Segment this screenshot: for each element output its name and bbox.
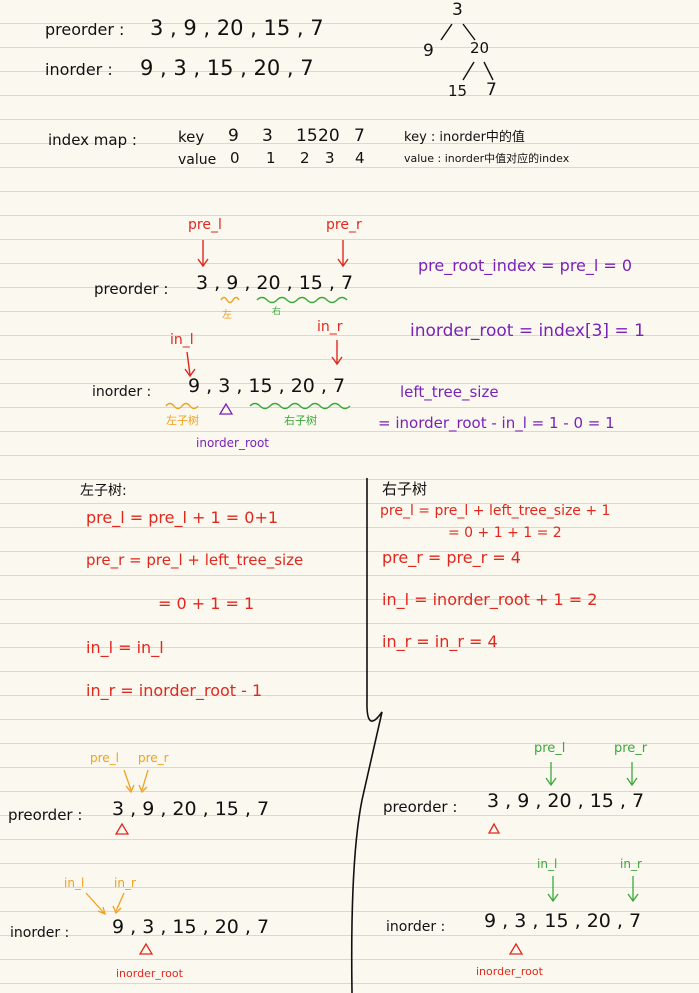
tree-node-left: 9 [423, 41, 434, 61]
left-pre-l-eq: pre_l = pre_l + 1 = 0+1 [86, 508, 279, 527]
bl-preorder-values: 3 , 9 , 20 , 15 , 7 [112, 798, 270, 820]
right-pre-l-eq: pre_l = pre_l + left_tree_size + 1 [380, 503, 611, 519]
index-map-value-1: 1 [266, 149, 276, 167]
step-preorder-values: 3 , 9 , 20 , 15 , 7 [196, 272, 354, 294]
step-preorder-label: preorder : [94, 280, 169, 298]
right-pre-r-eq: pre_r = pre_r = 4 [382, 548, 521, 567]
br-preorder-label: preorder : [383, 798, 458, 816]
eq-left-tree-size: left_tree_size [400, 383, 499, 401]
br-in-l-pointer: in_l [537, 857, 558, 871]
br-pre-l-pointer: pre_l [534, 741, 566, 756]
index-map-key-label: key [178, 128, 205, 146]
bl-inorder-values: 9 , 3 , 15 , 20 , 7 [112, 916, 270, 938]
br-preorder-values: 3 , 9 , 20 , 15 , 7 [487, 790, 645, 812]
preorder-values: 3 , 9 , 20 , 15 , 7 [150, 16, 324, 40]
tree-node-root: 3 [452, 0, 463, 20]
preorder-label: preorder : [45, 20, 125, 39]
step-in-l-pointer: in_l [170, 332, 194, 348]
index-map-value-3: 3 [325, 149, 335, 167]
index-map-value-0: 0 [230, 149, 240, 167]
index-map-key-2: 15 [296, 126, 318, 146]
step-left-mark: 左 [222, 310, 232, 321]
step-in-r-pointer: in_r [317, 319, 343, 335]
left-in-r-eq: in_r = inorder_root - 1 [86, 681, 263, 700]
step-right-subtree-label: 右子树 [284, 414, 317, 427]
tree-node-right-left: 15 [448, 82, 468, 100]
tree-node-right-right: 7 [486, 80, 497, 100]
right-subtree-title: 右子树 [382, 480, 428, 498]
index-map-key-3: 20 [318, 126, 340, 146]
bl-inorder-root-label: inorder_root [116, 967, 183, 980]
left-pre-r-calc: = 0 + 1 = 1 [158, 594, 255, 613]
step-inorder-label: inorder : [92, 384, 152, 400]
br-inorder-values: 9 , 3 , 15 , 20 , 7 [484, 910, 642, 932]
bl-preorder-label: preorder : [8, 806, 83, 824]
eq-left-tree-size-calc: = inorder_root - in_l = 1 - 0 = 1 [378, 414, 615, 432]
index-map-value-4: 4 [355, 149, 365, 167]
index-map-key-4: 7 [354, 126, 365, 146]
bl-pre-r-pointer: pre_r [138, 751, 169, 765]
step-pre-r-pointer: pre_r [326, 217, 362, 233]
inorder-label: inorder : [45, 60, 113, 79]
step-inorder-root-label: inorder_root [196, 436, 269, 450]
br-pre-r-pointer: pre_r [614, 741, 648, 756]
bl-inorder-label: inorder : [10, 925, 70, 941]
index-map-key-1: 3 [262, 126, 273, 146]
right-in-l-eq: in_l = inorder_root + 1 = 2 [382, 590, 598, 609]
eq-inorder-root: inorder_root = index[3] = 1 [410, 321, 645, 341]
bl-in-r-pointer: in_r [114, 876, 136, 890]
bl-pre-l-pointer: pre_l [90, 751, 120, 765]
index-map-value-note: value : inorder中值对应的index [404, 152, 570, 165]
step-left-subtree-label: 左子树 [166, 414, 199, 427]
left-subtree-title: 左子树: [80, 483, 127, 499]
right-in-r-eq: in_r = in_r = 4 [382, 632, 498, 651]
index-map-label: index map : [48, 131, 137, 149]
inorder-values: 9 , 3 , 15 , 20 , 7 [140, 56, 314, 80]
left-in-l-eq: in_l = in_l [86, 638, 164, 657]
right-pre-l-calc: = 0 + 1 + 1 = 2 [448, 525, 562, 541]
step-pre-l-pointer: pre_l [188, 217, 222, 233]
br-inorder-root-label: inorder_root [476, 965, 543, 978]
br-in-r-pointer: in_r [620, 857, 642, 871]
step-right-mark: 右 [272, 307, 282, 317]
tree-node-right: 20 [470, 39, 490, 57]
step-inorder-values: 9 , 3 , 15 , 20 , 7 [188, 375, 346, 397]
br-inorder-label: inorder : [386, 919, 446, 935]
bl-in-l-pointer: in_l [64, 876, 85, 890]
index-map-value-label: value [178, 152, 217, 168]
index-map-key-note: key : inorder中的值 [404, 130, 525, 145]
left-pre-r-eq: pre_r = pre_l + left_tree_size [86, 551, 304, 569]
eq-pre-root-index: pre_root_index = pre_l = 0 [418, 256, 633, 275]
index-map-key-0: 9 [228, 126, 239, 146]
index-map-value-2: 2 [300, 149, 310, 167]
